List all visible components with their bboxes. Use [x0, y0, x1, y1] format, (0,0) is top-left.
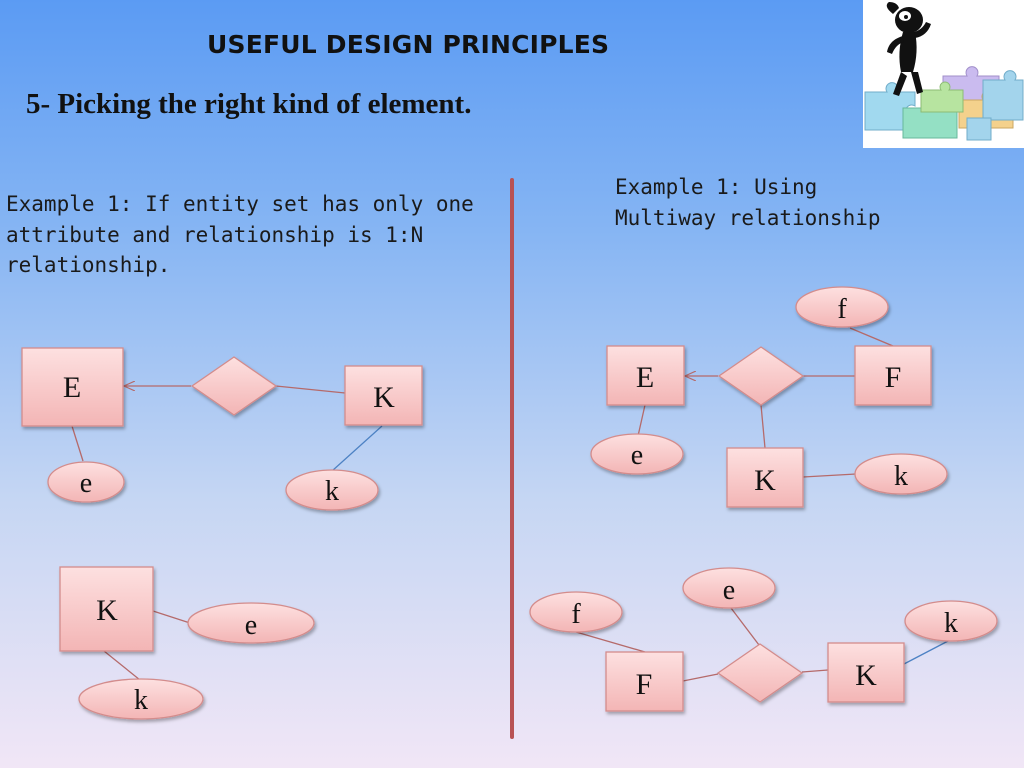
left-example-description: Example 1: If entity set has only one at… — [6, 189, 474, 281]
vertical-divider — [510, 178, 514, 739]
attribute-label-k: k — [134, 685, 148, 716]
left-diagram-b: K e k — [59, 566, 315, 720]
connector-line — [730, 607, 760, 646]
entity-box-f — [605, 651, 684, 712]
entity-label-k: K — [373, 381, 395, 414]
connector-line — [152, 610, 191, 624]
right-description-line: Example 1: Using — [615, 175, 818, 199]
connector-line — [849, 327, 894, 347]
attribute-oval-k — [78, 678, 204, 720]
relationship-diamond — [717, 346, 805, 406]
attribute-label-k: k — [325, 476, 339, 507]
entity-label-e: E — [636, 361, 654, 394]
attribute-label-k: k — [894, 461, 908, 492]
attribute-oval-k — [904, 600, 998, 642]
attribute-label-f: f — [837, 294, 847, 325]
entity-box-e — [606, 345, 685, 406]
connector-line — [71, 425, 84, 462]
attribute-oval-e — [187, 602, 315, 644]
attribute-oval-k — [854, 453, 948, 495]
connector-line — [801, 669, 829, 673]
connector-line — [760, 404, 766, 449]
entity-label-k: K — [96, 594, 118, 627]
entity-box-e — [21, 347, 124, 427]
connector-line — [903, 639, 951, 665]
connector-line — [275, 385, 346, 394]
attribute-oval-e — [47, 461, 125, 503]
attribute-oval-e — [682, 567, 776, 609]
entity-box-k — [344, 365, 423, 426]
entity-label-f: F — [885, 361, 902, 394]
attribute-label-k: k — [944, 608, 958, 639]
slide-subtitle: 5- Picking the right kind of element. — [26, 88, 472, 120]
connector-line — [103, 650, 141, 681]
left-diagram-a: E K e k — [21, 347, 423, 511]
left-description-line: attribute and relationship is 1:N — [6, 222, 424, 247]
right-diagram-b: e f k F K — [529, 567, 998, 712]
attribute-label-e: e — [631, 440, 643, 471]
entity-label-f: F — [636, 668, 653, 701]
relationship-diamond — [716, 643, 804, 703]
attribute-label-e: e — [245, 610, 257, 641]
entity-box-k — [59, 566, 154, 652]
connector-line — [802, 473, 857, 478]
attribute-label-e: e — [723, 575, 735, 606]
attribute-label-e: e — [80, 468, 92, 499]
attribute-oval-f — [795, 286, 889, 328]
connector-line — [331, 425, 383, 472]
right-example-description: Example 1: Using Multiway relationship — [615, 172, 881, 233]
entity-box-k — [827, 642, 905, 703]
entity-box-k — [726, 447, 804, 508]
left-description-line: relationship. — [6, 253, 171, 277]
puzzle-figure-icon — [863, 0, 1024, 148]
relationship-diamond — [190, 356, 278, 416]
right-description-line: Multiway relationship — [615, 205, 881, 230]
attribute-oval-e — [590, 433, 684, 475]
entity-box-f — [854, 345, 932, 406]
connector-line — [637, 404, 646, 437]
right-diagram-a: f E F e K k — [590, 286, 948, 508]
slide-title: USEFUL DESIGN PRINCIPLES — [207, 30, 610, 59]
entity-label-k: K — [754, 464, 776, 497]
entity-label-k: K — [855, 659, 877, 692]
attribute-label-f: f — [571, 599, 581, 630]
connector-line — [682, 673, 719, 682]
entity-label-e: E — [63, 371, 81, 404]
connector-line — [575, 631, 646, 653]
attribute-oval-f — [529, 591, 623, 633]
left-description-line: Example 1: If entity set has only one — [6, 192, 474, 216]
attribute-oval-k — [285, 469, 379, 511]
